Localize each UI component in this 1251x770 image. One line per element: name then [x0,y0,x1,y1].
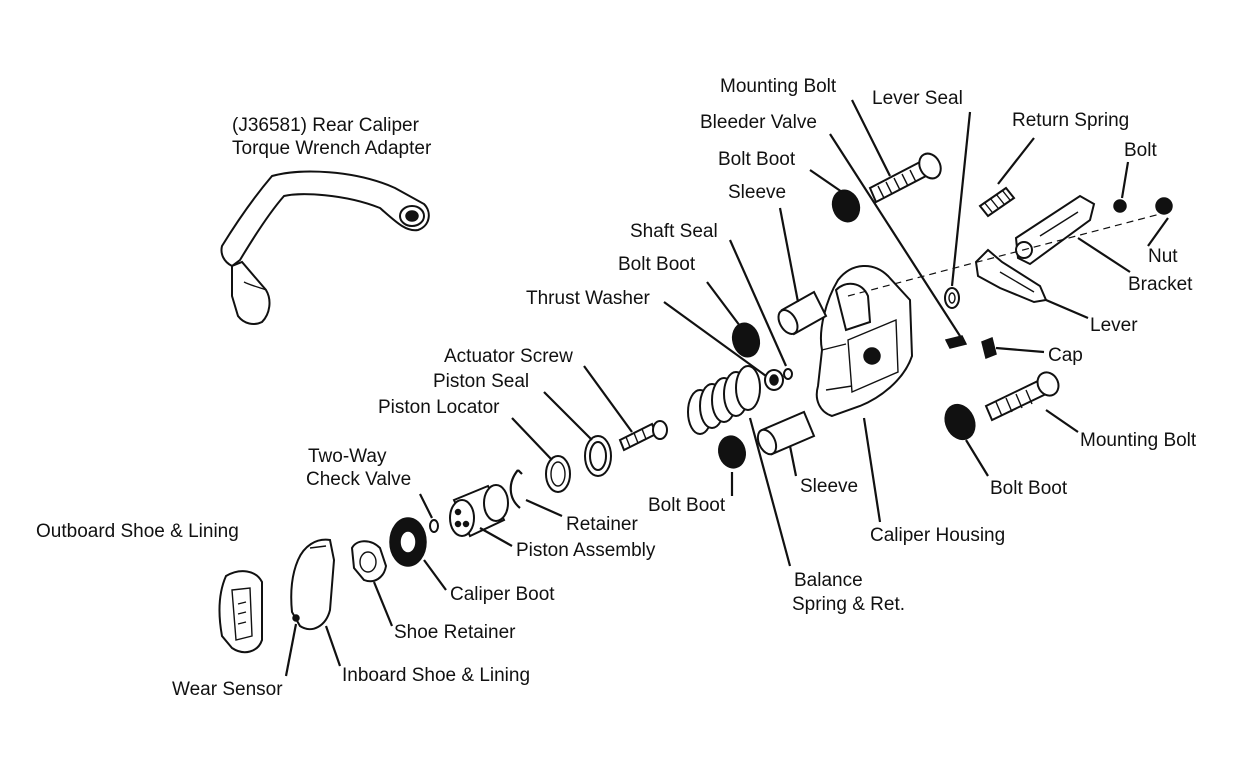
label-bolt: Bolt [1124,140,1157,161]
label-actuator-screw: Actuator Screw [444,346,573,367]
label-bolt-boot-top: Bolt Boot [718,149,796,170]
label-lever: Lever [1090,315,1138,336]
mounting-bolt-right-part [984,371,1060,422]
label-balance-line2: Spring & Ret. [792,594,905,615]
bracket-part [1014,194,1096,266]
label-return-spring: Return Spring [1012,110,1129,131]
label-piston-assembly: Piston Assembly [516,540,656,561]
label-lever-seal: Lever Seal [872,88,963,109]
bolt-boot-top-part [831,189,861,223]
label-bracket: Bracket [1128,274,1193,295]
label-shoe-retainer: Shoe Retainer [394,622,516,643]
retainer-part [509,469,523,509]
balance-spring-part [687,365,761,435]
lever-seal-part [944,287,960,309]
label-retainer: Retainer [566,514,638,535]
leader-lines [284,99,1169,677]
label-cap: Cap [1048,345,1083,366]
label-sleeve-lower: Sleeve [800,476,858,497]
label-adapter-line2: Torque Wrench Adapter [232,138,432,159]
label-shaft-seal: Shaft Seal [630,221,718,242]
piston-assembly-part [449,484,509,538]
label-mounting-bolt-top: Mounting Bolt [720,76,837,97]
bolt-boot-mid-part [731,322,761,358]
inboard-shoe-part [290,538,336,631]
piston-locator-part [545,455,571,493]
label-outboard-shoe: Outboard Shoe & Lining [36,521,239,542]
center-axis-line [847,213,1161,297]
label-balance-line1: Balance [794,570,863,591]
caliper-housing-part [815,264,914,418]
nut-part [1155,197,1173,215]
label-inboard-shoe: Inboard Shoe & Lining [342,665,530,686]
label-sleeve-top: Sleeve [728,182,786,203]
label-bolt-boot-right: Bolt Boot [990,478,1068,499]
label-caliper-boot: Caliper Boot [450,584,555,605]
shaft-seal-part [783,368,793,380]
label-piston-locator: Piston Locator [378,397,500,418]
torque-wrench-adapter [220,170,430,325]
actuator-screw-part [618,420,668,452]
label-piston-seal: Piston Seal [433,371,529,392]
bleeder-valve-part [944,335,968,349]
outboard-shoe-part [218,570,263,654]
label-nut: Nut [1148,246,1178,267]
label-bolt-boot-lower: Bolt Boot [648,495,726,516]
sleeve-lower-part [756,410,816,456]
check-valve-part [429,519,439,533]
label-wear-sensor: Wear Sensor [172,679,283,700]
label-caliper-housing: Caliper Housing [870,525,1005,546]
label-two-way-line1: Two-Way [308,446,387,467]
label-bolt-boot-mid: Bolt Boot [618,254,696,275]
bolt-part [1113,199,1127,213]
caliper-boot-part [389,517,427,567]
label-two-way-line2: Check Valve [306,469,411,490]
cap-part [981,336,997,360]
shoe-retainer-part [350,540,388,583]
mounting-bolt-top [868,152,942,204]
sleeve-top-part [777,290,828,336]
label-thrust-washer: Thrust Washer [526,288,651,309]
bolt-boot-right-part [944,403,976,441]
label-mounting-bolt-right: Mounting Bolt [1080,430,1197,451]
label-adapter-line1: (J36581) Rear Caliper [232,115,420,136]
bolt-boot-lower-part [718,435,746,469]
label-bleeder-valve: Bleeder Valve [700,112,817,133]
return-spring-part [978,186,1016,218]
